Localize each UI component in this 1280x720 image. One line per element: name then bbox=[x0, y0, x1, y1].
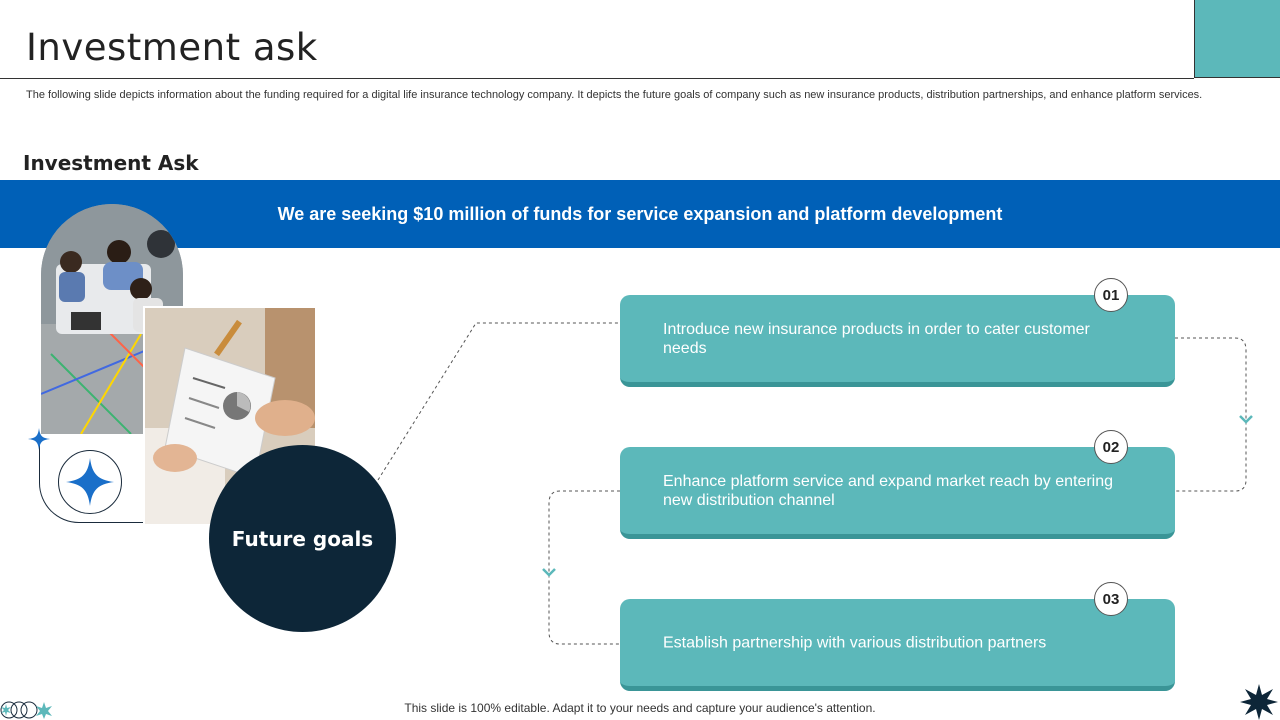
document-review-photo bbox=[143, 306, 315, 524]
future-goals-circle: Future goals bbox=[209, 445, 396, 632]
starburst-icon bbox=[1240, 684, 1278, 720]
star-emblem bbox=[58, 450, 122, 514]
title-divider bbox=[0, 78, 1194, 79]
corner-accent-block bbox=[1194, 0, 1280, 78]
goal-number-2: 02 bbox=[1094, 430, 1128, 464]
goal-text-1: Introduce new insurance products in orde… bbox=[663, 320, 1090, 357]
goal-text-2: Enhance platform service and expand mark… bbox=[663, 472, 1114, 509]
goal-card-2: Enhance platform service and expand mark… bbox=[620, 430, 1175, 539]
decorative-rings bbox=[0, 701, 52, 719]
decorative-frame bbox=[39, 436, 143, 523]
investment-banner: We are seeking $10 million of funds for … bbox=[0, 180, 1280, 248]
banner-text: We are seeking $10 million of funds for … bbox=[277, 203, 1003, 224]
goal-number-1: 01 bbox=[1094, 278, 1128, 312]
footer-note: This slide is 100% editable. Adapt it to… bbox=[404, 701, 876, 715]
slide-title: Investment ask bbox=[26, 26, 318, 69]
goal-text-3: Establish partnership with various distr… bbox=[663, 634, 1047, 651]
slide-description: The following slide depicts information … bbox=[26, 89, 1203, 101]
goal-number-3: 03 bbox=[1094, 582, 1128, 616]
sparkle-icon bbox=[28, 428, 50, 455]
star-icon bbox=[66, 458, 114, 506]
goal-card-3: Establish partnership with various distr… bbox=[620, 582, 1175, 691]
section-title: Investment Ask bbox=[23, 151, 199, 175]
goal-card-1: Introduce new insurance products in orde… bbox=[620, 278, 1175, 387]
